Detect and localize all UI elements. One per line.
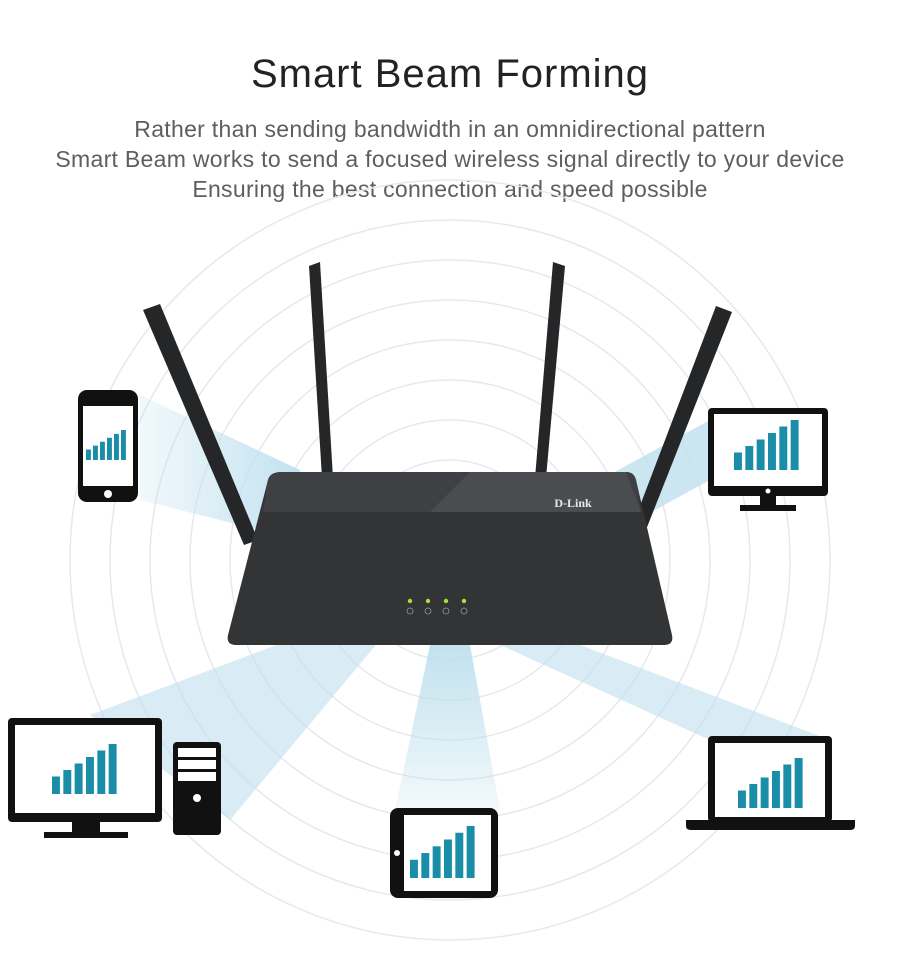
signal-bar xyxy=(74,763,83,794)
signal-bar xyxy=(772,771,780,808)
signal-bar xyxy=(783,764,792,808)
signal-bar xyxy=(794,758,803,808)
signal-bar xyxy=(93,445,98,460)
signal-bar xyxy=(114,433,119,460)
antennas xyxy=(143,262,732,545)
signal-bar xyxy=(107,437,112,460)
subtitle-line-1: Rather than sending bandwidth in an omni… xyxy=(134,116,766,142)
signal-bar xyxy=(745,446,754,470)
antenna-right-inner xyxy=(535,262,565,478)
signal-bar xyxy=(121,430,126,460)
brand-logo: D-Link xyxy=(554,496,592,510)
power-icon xyxy=(406,607,414,615)
signal-bar xyxy=(466,826,475,878)
signal-strength-icon xyxy=(86,430,126,460)
signal-strength-icon xyxy=(734,420,799,470)
tablet-icon xyxy=(390,808,498,898)
beam-to-tablet xyxy=(395,645,500,810)
antenna-right-outer xyxy=(627,306,732,545)
signal-ring xyxy=(109,219,791,901)
signal-bar xyxy=(779,426,788,470)
signal-bar xyxy=(410,859,418,878)
signal-bar xyxy=(432,846,441,878)
signal-bar xyxy=(97,750,106,794)
signal-strength-icon xyxy=(410,826,475,878)
signal-bar xyxy=(86,449,91,460)
signal-bar xyxy=(444,839,452,878)
signal-bar xyxy=(790,420,799,470)
signal-bar xyxy=(421,853,430,878)
signal-bar xyxy=(738,790,746,808)
desktop-pc-icon xyxy=(8,718,221,838)
signal-bar xyxy=(63,770,72,794)
signal-bar xyxy=(756,439,765,470)
status-led xyxy=(443,598,449,604)
signal-bar xyxy=(86,757,94,794)
antenna-left-outer xyxy=(143,304,258,545)
signal-bar xyxy=(455,832,464,878)
signal-ring xyxy=(69,179,831,941)
signal-bar xyxy=(108,744,117,794)
signal-bar xyxy=(734,452,742,470)
status-led xyxy=(461,598,467,604)
wifi-5g-icon xyxy=(460,607,468,615)
signal-bar xyxy=(52,776,60,794)
signal-strength-icon xyxy=(738,758,803,808)
signal-bar xyxy=(100,441,105,460)
page-title: Smart Beam Forming xyxy=(250,52,650,96)
signal-strength-icon xyxy=(52,744,117,794)
laptop-icon xyxy=(686,736,855,830)
status-led xyxy=(425,598,431,604)
router: D-Link xyxy=(227,472,673,645)
smartphone-icon xyxy=(78,390,138,502)
status-led xyxy=(407,598,413,604)
beam-to-laptop xyxy=(500,645,830,740)
wifi-2g-icon xyxy=(442,607,450,615)
antenna-left-inner xyxy=(309,262,333,478)
subtitle-line-2: Smart Beam works to send a focused wirel… xyxy=(55,146,845,172)
internet-icon xyxy=(424,607,432,615)
desktop-monitor-icon xyxy=(708,408,828,511)
beam-to-left-pc xyxy=(90,640,380,820)
signal-bar xyxy=(768,433,776,470)
signal-bar xyxy=(760,777,769,808)
signal-bar xyxy=(749,784,758,808)
